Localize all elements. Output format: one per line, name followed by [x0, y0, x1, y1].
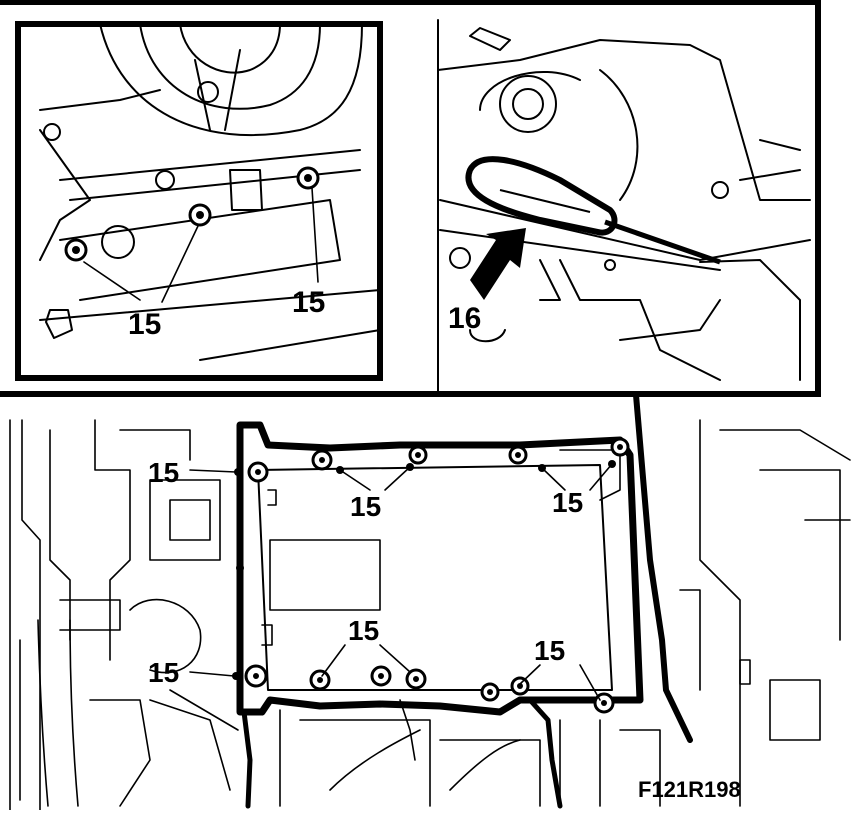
- callout-label: 16: [448, 302, 481, 335]
- callout-label: 15: [350, 491, 381, 522]
- callout-label: 15: [148, 657, 179, 688]
- bolt-centers: [232, 444, 623, 706]
- arrow-icon: [470, 228, 526, 300]
- main-view: 15 15 15 15 15 15 F121R198: [9, 392, 851, 811]
- inset-right: 16: [437, 19, 811, 395]
- figure-code: F121R198: [638, 777, 741, 802]
- main-labels: 15 15 15 15 15 15: [148, 457, 583, 688]
- leader-lines: [169, 463, 613, 731]
- inset-left: 15 15: [15, 21, 383, 381]
- callout-label: 15: [348, 615, 379, 646]
- oil-pan: [236, 392, 693, 809]
- callout-label: 15: [148, 457, 179, 488]
- callout-label: 15: [534, 635, 565, 666]
- callout-label: 15: [128, 308, 161, 341]
- inset-frame: [0, 0, 821, 397]
- callout-label: 15: [292, 286, 325, 319]
- callout-label: 15: [552, 487, 583, 518]
- engine-background-lines: [9, 419, 851, 811]
- screwdriver-icon: [465, 156, 721, 265]
- oil-pan-face: [257, 464, 613, 691]
- pan-bolts: [244, 437, 630, 714]
- oil-pan-flange: [236, 421, 644, 716]
